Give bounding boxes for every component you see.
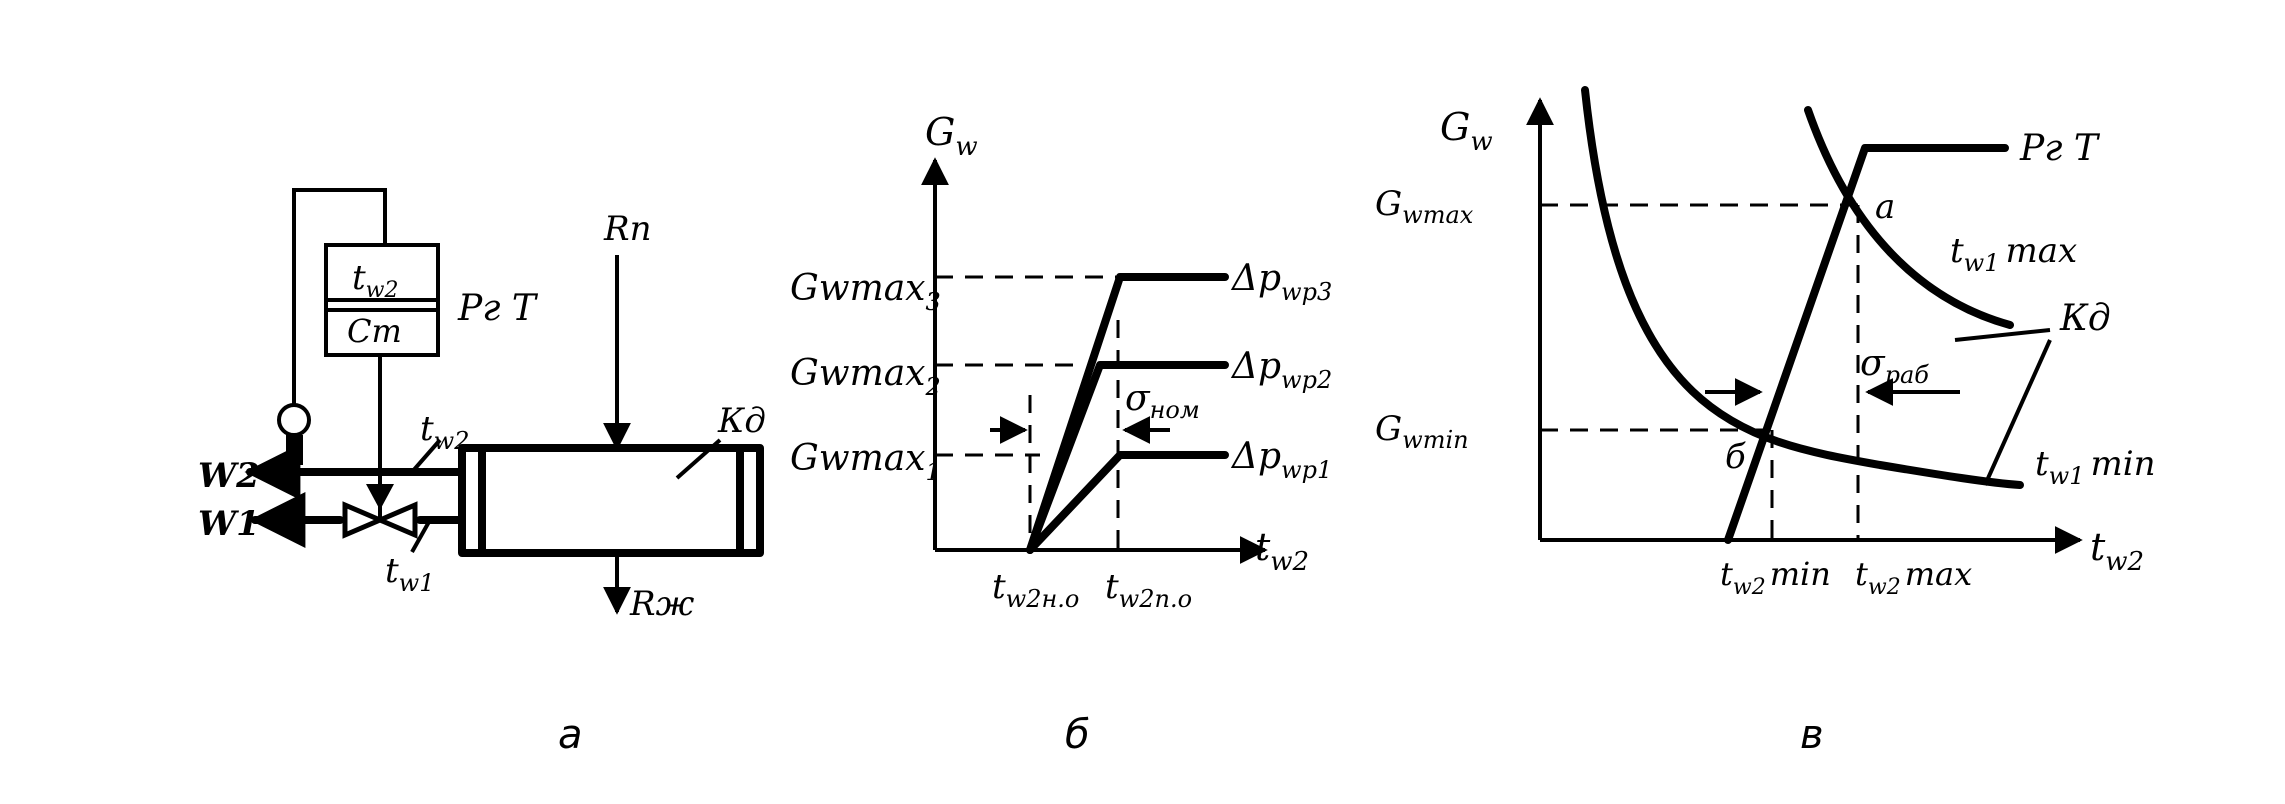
regulator-label: Рг Т — [457, 288, 539, 329]
v-point-b-label: б — [1725, 437, 1746, 477]
caption-v: в — [1800, 712, 1824, 758]
valve-actuator-icon — [366, 484, 394, 510]
v-kd-leader-1 — [1954, 328, 2051, 342]
controller-setpoint-label: tw2 — [352, 258, 399, 303]
condenser-label: Кд — [717, 401, 766, 441]
sensor-body — [286, 435, 303, 465]
caption-b: б — [1065, 712, 1090, 758]
v-regulator-line — [1724, 144, 2009, 544]
v-gmax-label: Gwmax — [1375, 184, 1474, 229]
w2-label: W2 — [198, 456, 260, 496]
v-curve-tw1max — [1804, 106, 2014, 329]
sensor-icon — [277, 403, 311, 437]
panel-a-scheme: tw2 Ст Рг Т W2 W1 tw2 tw1 Кд Rп Rж — [198, 188, 766, 758]
v-point-a-label: а — [1875, 187, 1895, 227]
b-x-axis-label: tw2 — [1255, 525, 1309, 577]
b-dp1-label: Δpwp1 — [1230, 436, 1332, 484]
rzh-label: Rж — [629, 584, 695, 624]
v-regulator-label: Рг Т — [2019, 128, 2101, 169]
v-kd-label: Кд — [2059, 298, 2111, 339]
b-dp3-label: Δpwp3 — [1230, 258, 1332, 306]
b-gmax2-label: Gwmax2 — [790, 353, 941, 401]
controller-stage-label: Ст — [347, 312, 402, 350]
panel-b-chart: Gw tw2 σном Gwmax3 Gwmax2 Gwmax1 Δpwp3 Δ… — [790, 110, 1332, 758]
tw1-label: tw1 — [385, 551, 434, 597]
v-curve-tw1min — [1581, 86, 2024, 489]
b-gmax1-label: Gwmax1 — [790, 438, 941, 486]
rp-label: Rп — [603, 209, 652, 249]
v-gmin-label: Gwmin — [1375, 409, 1469, 454]
v-x-axis-label: tw2 — [2090, 525, 2144, 577]
b-y-axis-label: Gw — [925, 110, 978, 162]
feedback-line — [292, 188, 387, 405]
b-line-dp1 — [1026, 451, 1229, 554]
v-kd-leader-2 — [1983, 339, 2052, 486]
b-line-dp2 — [1026, 361, 1229, 554]
b-dp2-label: Δpwp2 — [1230, 346, 1332, 394]
b-tpo-label: tw2п.о — [1105, 567, 1192, 613]
b-sigma-label: σном — [1125, 378, 1200, 424]
condenser-body — [458, 444, 764, 557]
valve-icon — [342, 501, 418, 539]
caption-a: а — [558, 712, 583, 758]
b-tno-label: tw2н.о — [992, 567, 1079, 613]
v-sigma-label: σраб — [1860, 343, 1929, 389]
b-line-dp3 — [1026, 273, 1229, 554]
v-y-axis-label: Gw — [1440, 105, 1493, 157]
w1-label: W1 — [198, 504, 260, 544]
b-gmax3-label: Gwmax3 — [790, 268, 941, 316]
